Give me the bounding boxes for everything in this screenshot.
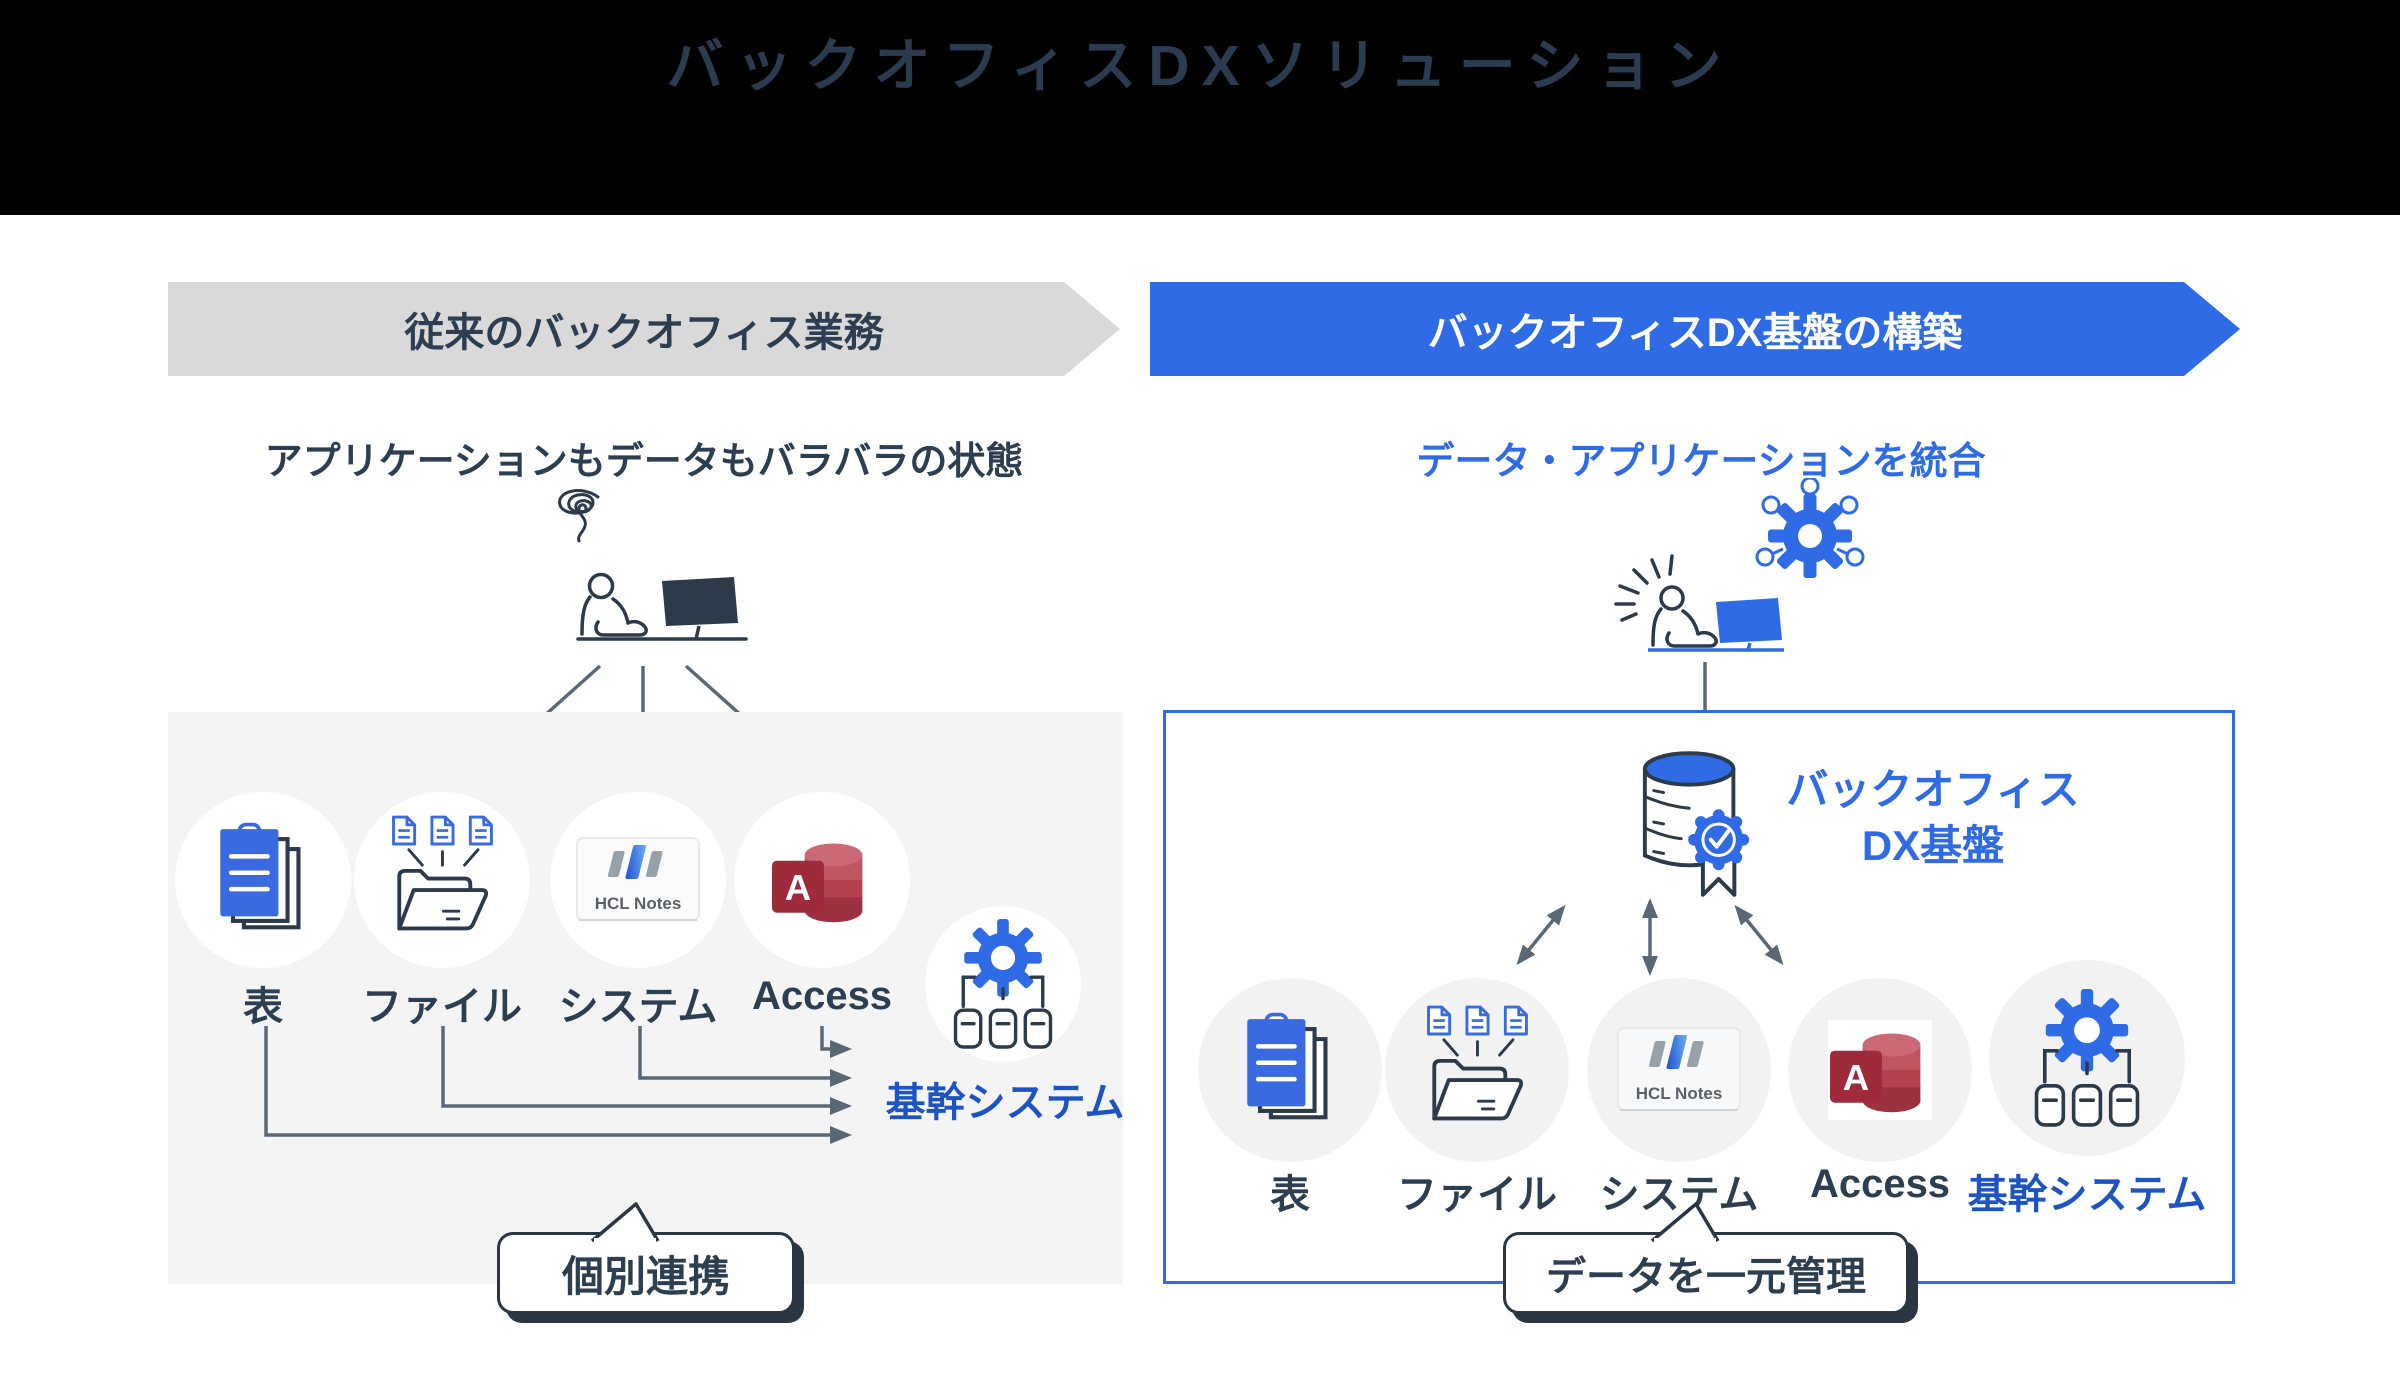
left-subtitle: アプリケーションもデータもバラバラの状態 [264,441,1024,483]
left-banner-label: 従来のバックオフィス業務 [404,311,884,355]
individual-linkage-label: 個別連携 [561,1252,730,1300]
right-subtitle: データ・アプリケーションを統合 [1416,441,1986,483]
item-file-circle [1385,978,1569,1162]
item-label-file: ファイル [362,985,522,1029]
confused-user-at-computer-icon [558,489,748,641]
individual-linkage-bubble: 個別連携 [497,1202,795,1314]
person-icon [576,572,748,641]
person-icon [1651,585,1718,648]
core-system-circle [1989,960,2185,1156]
item-label-table: 表 [243,985,283,1029]
item-label-core-system: 基幹システム [1967,1173,2207,1217]
core-system-circle [925,906,1081,1062]
item-label-table: 表 [1270,1173,1310,1217]
hcl-notes-text: HCL Notes [1636,1084,1723,1103]
right-banner-label: バックオフィスDX基盤の構築 [1427,311,1963,355]
item-system-circle: HCL Notes [550,792,726,968]
hcl-notes-text: HCL Notes [595,894,682,913]
access-logo: A [770,830,874,930]
gear-network-icon [1755,478,1865,578]
table-document-icon [220,822,301,930]
unified-data-bubble: データを一元管理 [1503,1202,1909,1314]
monitor-icon [662,577,738,640]
item-access-circle: A [734,792,910,968]
item-table-circle [1198,978,1382,1162]
folder-files-icon [1427,1005,1528,1121]
item-label-system: システム [558,985,718,1029]
check-badge-icon [1688,809,1750,871]
header-banner [0,0,2400,215]
platform-label-line1: バックオフィス [1786,766,2080,813]
item-access-circle: A [1788,978,1972,1162]
item-label-access: Access [751,974,893,1018]
access-letter: A [1843,1057,1869,1098]
gear-servers-icon [953,919,1053,1049]
item-label-access: Access [1809,1162,1951,1206]
access-letter: A [785,867,811,908]
monitor-icon [1648,598,1784,652]
right-banner-arrow: バックオフィスDX基盤の構築 [1150,282,2240,376]
platform-label-line2: DX基盤 [1861,822,2005,869]
table-document-icon [1247,1012,1328,1120]
item-table-circle [175,792,351,968]
sparkle-icon [1614,554,1674,622]
left-banner-arrow: 従来のバックオフィス業務 [168,282,1120,376]
bubble-tail [590,1202,660,1242]
hcl-notes-logo: HCL Notes [576,837,700,921]
bubble-tail [1650,1202,1720,1242]
item-file-circle [354,792,530,968]
item-system-circle: HCL Notes [1587,978,1771,1162]
hcl-notes-logo: HCL Notes [1617,1027,1741,1111]
user-with-integration-icon [1614,478,1865,652]
scribble-icon [558,489,600,543]
sync-arrows-icon [1516,898,1784,976]
gear-servers-icon [2034,989,2140,1127]
database-badge-icon [1642,751,1750,897]
platform-label: バックオフィス DX基盤 [1768,762,2098,874]
item-label-file: ファイル [1397,1173,1557,1217]
unified-data-label: データを一元管理 [1546,1255,1866,1299]
page-title: バックオフィスDXソリューション [666,34,1734,98]
access-logo: A [1828,1020,1932,1120]
core-system-label: 基幹システム [885,1081,1125,1125]
point-to-point-connectors [264,1026,852,1144]
item-label-system: システム [1599,1173,1759,1217]
folder-files-icon [392,815,493,931]
